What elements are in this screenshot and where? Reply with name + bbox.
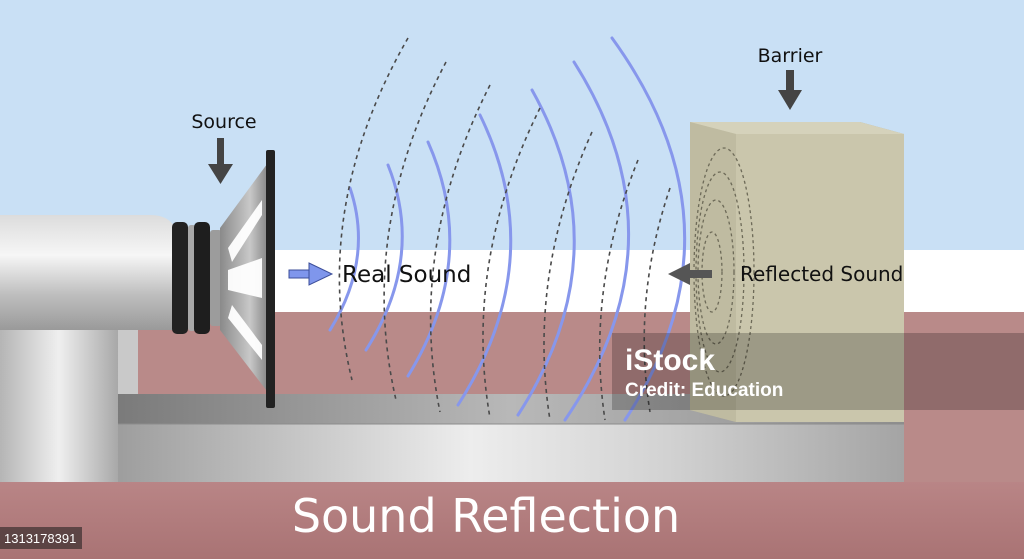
right-arrow-icon [288,262,334,286]
real-sound-wave-arc [406,140,452,378]
title-band [0,482,1024,559]
real-sound-wave-arc [456,113,513,407]
speaker-cone [220,150,275,408]
real-sound-label: Real Sound [342,262,471,288]
diagram-title: Sound Reflection [292,489,680,543]
reflected-sound-wave-arc [643,187,671,413]
image-id: 1313178391 [4,531,76,546]
reflected-sound-wave-arc [598,159,639,421]
speaker-rings [172,222,222,334]
reflected-sound-wave-arc [543,131,593,421]
down-arrow-icon [208,138,233,184]
housing-inner-shadow [118,330,138,394]
real-sound-wave-arc [516,88,576,417]
watermark-credit: Credit: Education [625,380,783,401]
source-label: Source [191,111,256,133]
barrier-reflection-ring [697,199,735,345]
real-sound-wave-arc [563,60,631,422]
real-sound-wave-arc [364,163,404,352]
image-id-background [0,527,82,549]
barrier-reflection-ring [695,171,745,373]
watermark: iStock Credit: Education [612,333,1024,410]
reflected-sound-wave-arc [482,107,541,419]
watermark-brand: iStock [625,344,715,377]
reflected-sound-label: Reflected Sound [740,262,903,286]
base-front [116,424,904,482]
barrier-label: Barrier [758,45,823,67]
reflected-sound-wave-arc [383,61,447,401]
real-sound-wave-arc [610,36,687,422]
real-sound-waves [328,36,687,422]
reflected-sound-wave-arc [338,37,409,381]
real-sound-wave-arc [328,186,360,332]
housing-horizontal [0,215,178,330]
housing-vertical [0,328,118,482]
left-arrow-icon [668,263,712,285]
barrier-block [690,122,904,422]
down-arrow-icon [778,70,802,110]
